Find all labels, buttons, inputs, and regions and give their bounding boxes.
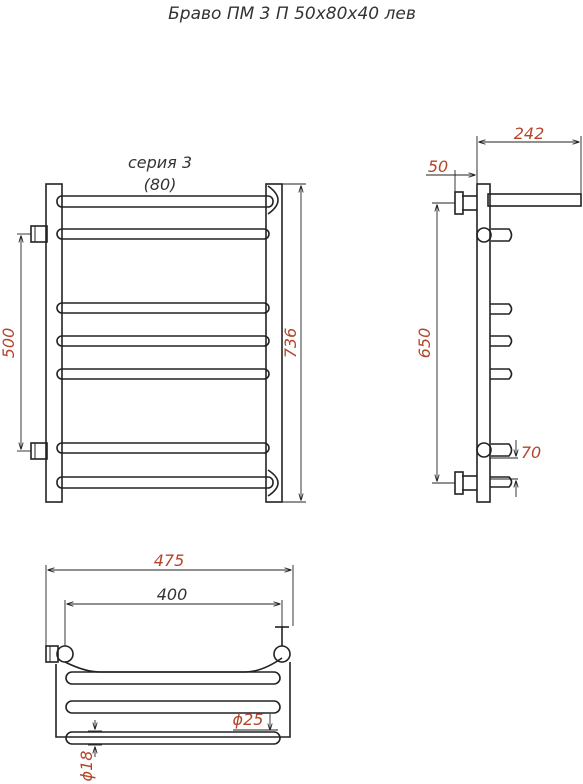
- rung-end: [490, 476, 513, 488]
- rung-end: [491, 443, 513, 457]
- wall-mount: [267, 185, 279, 215]
- dim-d25: ϕ25: [233, 710, 264, 729]
- right-collector: [265, 183, 283, 503]
- rung: [56, 368, 270, 380]
- wall-fitting: [454, 191, 464, 215]
- series-label: серия 3: [128, 153, 192, 172]
- inlet-fitting: [30, 442, 48, 460]
- wall-fitting: [454, 471, 464, 495]
- rung: [56, 476, 274, 489]
- top-bar: [487, 193, 582, 207]
- rung: [65, 671, 281, 685]
- rung-end: [491, 228, 513, 242]
- dim-50: 50: [428, 157, 448, 176]
- dim-400: 400: [157, 585, 188, 604]
- dim-475: 475: [154, 551, 185, 570]
- dim-736: 736: [281, 328, 300, 359]
- rung: [56, 335, 270, 347]
- side-collector: [476, 183, 491, 503]
- rung-end: [490, 368, 513, 380]
- rung: [65, 700, 281, 714]
- frame: [55, 662, 291, 738]
- top-rail: [64, 657, 283, 673]
- top-view: 475 400 ϕ25 ϕ18: [45, 551, 294, 782]
- dim-500: 500: [0, 328, 18, 359]
- inlet-fitting: [45, 645, 59, 663]
- rung: [65, 731, 281, 745]
- rung: [56, 302, 270, 314]
- rung-end: [490, 335, 513, 347]
- front-view: 500 736 серия 3 (80): [0, 153, 306, 503]
- dim-650: 650: [415, 328, 434, 359]
- left-collector: [45, 183, 63, 503]
- pipe-end: [476, 227, 492, 243]
- pipe-end: [476, 442, 492, 458]
- inlet-fitting: [30, 225, 48, 243]
- side-view: 50 242 650 70: [415, 124, 582, 503]
- series-size: (80): [144, 175, 177, 194]
- wall-mount: [267, 469, 279, 497]
- drawing-title: Браво ПМ 3 П 50х80х40 лев: [168, 4, 416, 24]
- dim-242: 242: [514, 124, 545, 143]
- collector-section: [273, 645, 291, 663]
- rung: [56, 195, 274, 208]
- rung: [56, 442, 270, 454]
- rung: [56, 228, 270, 240]
- rung-end: [490, 303, 513, 315]
- collector-section: [56, 645, 74, 663]
- dim-70: 70: [521, 443, 541, 462]
- dim-d18: ϕ18: [77, 751, 96, 782]
